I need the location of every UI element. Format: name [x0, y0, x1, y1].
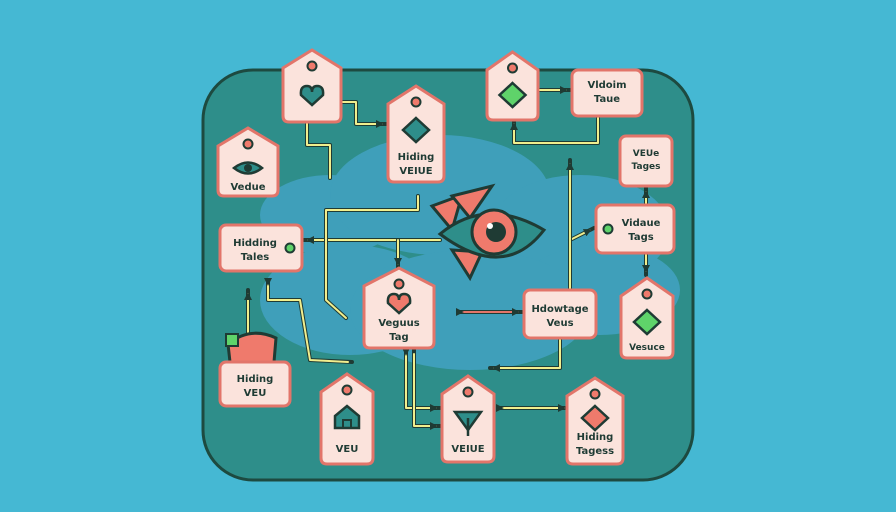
basket-decoration [225, 331, 278, 364]
tag-veiue-bottom[interactable]: VEIUE [440, 374, 496, 464]
tag-label: Hiding [398, 152, 435, 163]
tag-body [281, 48, 343, 124]
central-eye [429, 183, 547, 282]
diamond-icon [580, 404, 610, 432]
connectors [244, 86, 650, 430]
tag-label: Vesuce [629, 343, 665, 353]
tag-body [570, 68, 644, 118]
tag-diamond-top[interactable] [485, 50, 540, 122]
tag-hole [410, 96, 422, 108]
tag-label: Tag [389, 332, 408, 343]
tag-label: VEUe [633, 149, 660, 159]
diamond-icon [497, 81, 528, 109]
tag-label: VEIUE [399, 166, 432, 177]
tag-body [218, 223, 304, 273]
tag-body [218, 360, 292, 408]
tag-hole [242, 138, 254, 150]
tag-label: Hidding [233, 238, 277, 249]
tag-vedue[interactable]: Vedue [216, 126, 280, 198]
diamond-icon [401, 116, 431, 144]
tag-label: Hdowtage [531, 304, 588, 315]
tag-hole [341, 384, 353, 396]
tag-body [618, 134, 674, 188]
tag-label: VEIUE [451, 444, 484, 455]
tag-hole [602, 223, 614, 235]
tag-label: Vidaue [622, 218, 661, 229]
tag-label: Veus [546, 318, 573, 329]
tags: HidingVEIUEVldoimTaueVedueVEUeTagesHiddi… [216, 48, 676, 466]
connector [413, 353, 438, 430]
tag-veu-house[interactable]: VEU [319, 372, 375, 466]
tag-label: VEU [336, 444, 359, 455]
tag-hole [284, 242, 296, 254]
tag-hole [462, 386, 474, 398]
tag-vesuce[interactable]: Vesuce [619, 276, 675, 360]
tag-hole [507, 62, 518, 74]
tag-label: Veguus [378, 318, 419, 329]
tag-hole [393, 278, 405, 290]
connector [264, 278, 349, 363]
tag-label: Tales [241, 252, 269, 263]
connector [492, 339, 561, 372]
connector [402, 348, 438, 412]
tag-body [522, 288, 598, 340]
tag-label: Tages [632, 162, 661, 172]
tag-label: Tags [628, 232, 653, 243]
tag-body [594, 203, 676, 255]
tag-hole [641, 288, 653, 300]
connector [341, 101, 384, 128]
tag-label: Taue [594, 94, 620, 105]
tag-label: Hiding [577, 432, 614, 443]
connector [510, 117, 599, 144]
tag-hole [306, 60, 318, 72]
tag-label: VEU [244, 388, 267, 399]
tag-label: Vedue [230, 182, 265, 193]
tag-label: Vldoim [587, 80, 626, 91]
connector [325, 195, 419, 319]
heart-icon [299, 84, 325, 107]
diamond-icon [632, 308, 662, 336]
connector [306, 122, 331, 179]
house-icon [333, 404, 361, 430]
connector [569, 229, 592, 241]
tag-label: Tagess [576, 446, 614, 457]
tag-label: Hiding [237, 374, 274, 385]
heart-icon [386, 292, 412, 315]
tag-heart-top[interactable] [281, 48, 343, 124]
tag-hole [589, 388, 601, 400]
